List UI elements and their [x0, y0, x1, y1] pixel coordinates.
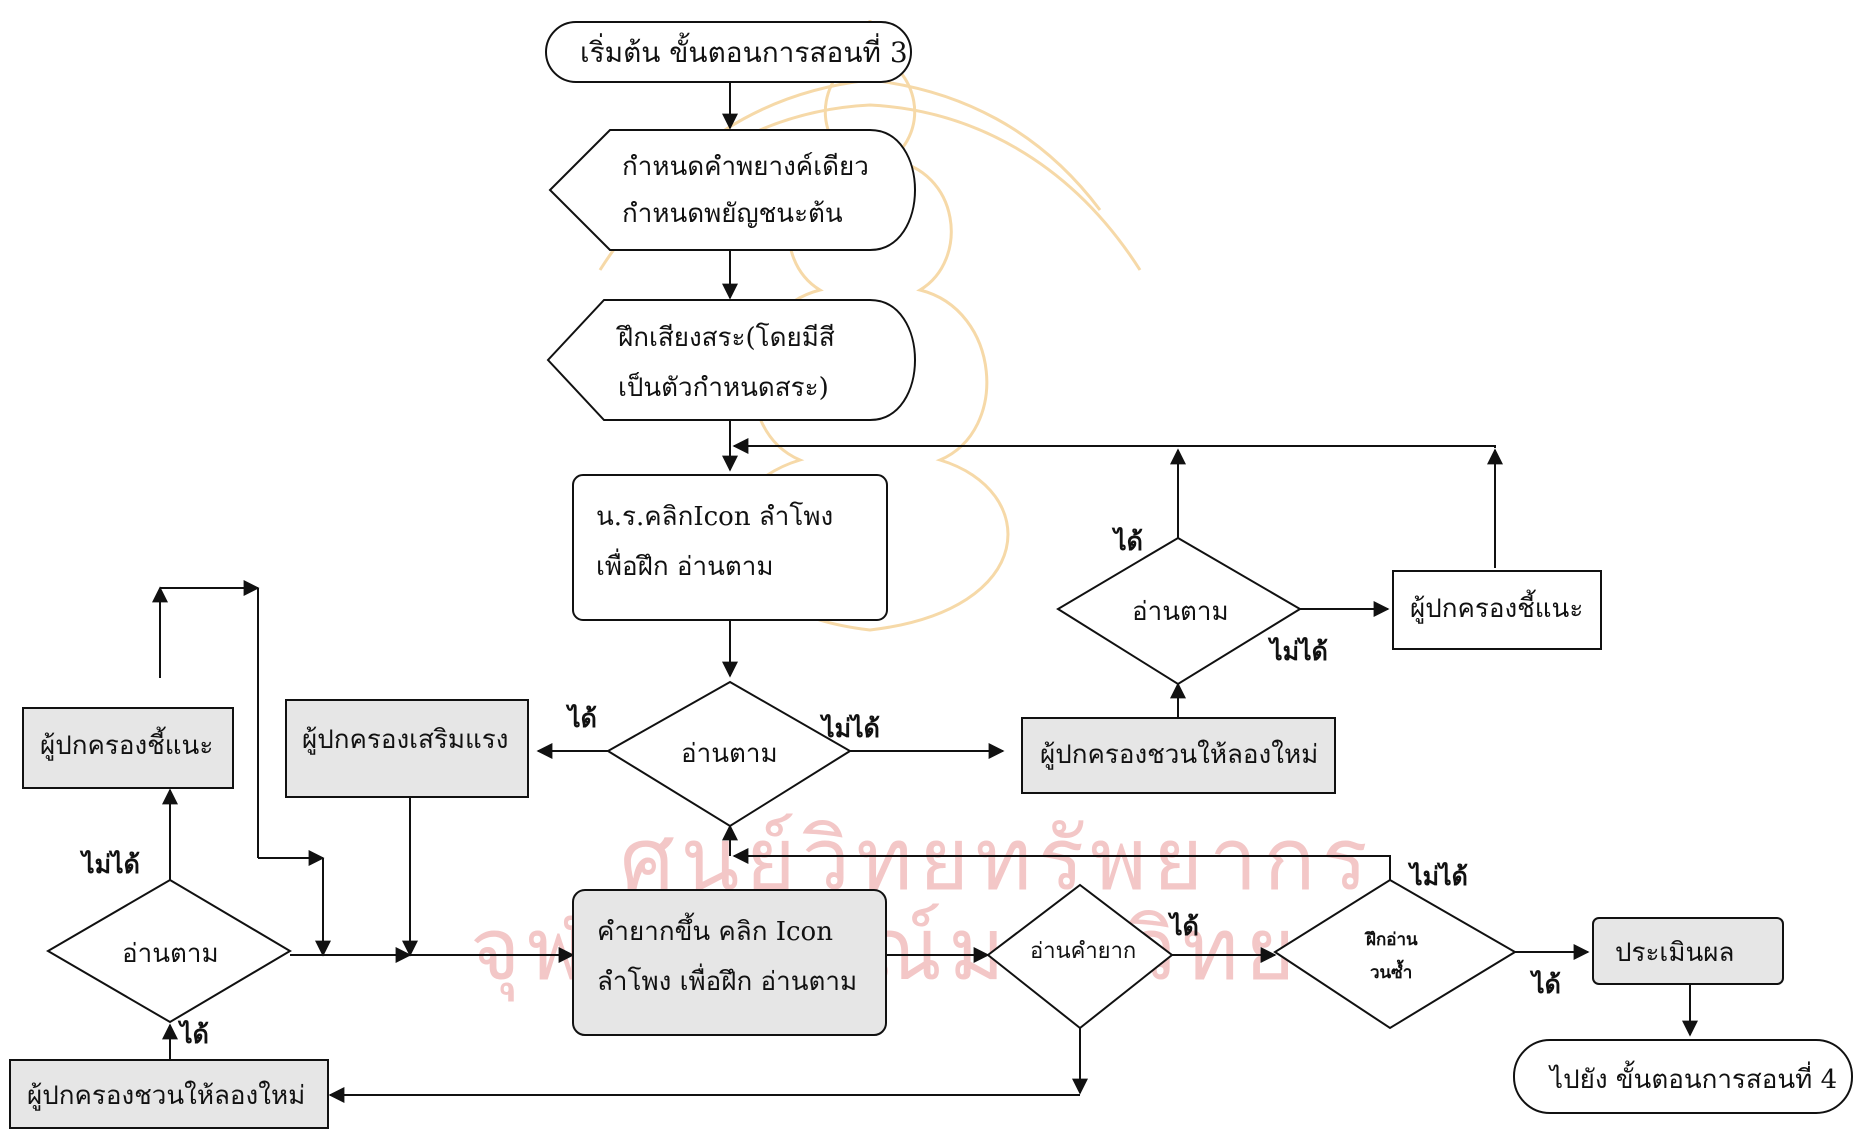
hard-words-label-2: ลำโพง เพื่อฝึก อ่านตาม — [597, 963, 857, 997]
repeat-diamond — [1273, 878, 1517, 1030]
practice-label-1: ฝึกเสียงสระ(โดยมีสี — [615, 322, 834, 353]
student-click-label-2: เพื่อฝึก อ่านตาม — [596, 548, 774, 582]
read-right-diamond — [1056, 536, 1302, 686]
parent-guide-right-box — [1392, 570, 1602, 650]
parent-guide-left-label: ผู้ปกครองชี้แนะ — [40, 726, 213, 761]
yes-label-read-hard: ได้ — [1167, 911, 1199, 941]
define-label-2: กำหนดพยัญชนะต้น — [622, 199, 843, 229]
start-terminator — [545, 21, 912, 83]
parent-guide-right-label: ผู้ปกครองชี้แนะ — [1410, 589, 1583, 624]
yes-label-read-left: ได้ — [177, 1019, 209, 1049]
student-click-box — [572, 474, 888, 621]
repeat-label-2: วนซ้ำ — [1370, 959, 1412, 983]
repeat-label-1: ฝึกอ่าน — [1364, 930, 1418, 950]
practice-label-2: เป็นตัวกำหนดสระ) — [618, 371, 829, 403]
parent-guide-left-box — [22, 707, 234, 789]
read-center-label: อ่านตาม — [681, 739, 778, 769]
define-display-shape — [548, 129, 916, 251]
read-left-label: อ่านตาม — [122, 939, 219, 969]
yes-label-read-center: ได้ — [565, 703, 597, 733]
read-hard-label: อ่านคำยาก — [1030, 939, 1136, 964]
parent-retry-mid-label: ผู้ปกครองชวนให้ลองใหม่ — [1040, 740, 1318, 770]
read-left-diamond — [46, 878, 292, 1024]
read-right-label: อ่านตาม — [1132, 597, 1229, 627]
yes-label-read-right: ได้ — [1111, 526, 1143, 556]
practice-display-shape — [546, 299, 916, 421]
read-hard-diamond — [986, 883, 1174, 1030]
hard-words-label-1: คำยากขึ้น คลิก Icon — [597, 912, 833, 947]
parent-reinforce-box — [285, 699, 529, 798]
end-terminator — [1513, 1039, 1853, 1114]
parent-retry-bottom-box — [9, 1059, 329, 1129]
hard-words-box — [572, 889, 887, 1036]
evaluate-box — [1592, 917, 1784, 985]
define-label-1: กำหนดคำพยางค์เดียว — [622, 152, 869, 182]
no-label-read-center: ไม่ได้ — [819, 713, 880, 743]
connectors — [152, 80, 1698, 1103]
no-label-read-left: ไม่ได้ — [79, 849, 140, 879]
parent-retry-bottom-label: ผู้ปกครองชวนให้ลองใหม่ — [27, 1081, 305, 1111]
no-label-repeat: ไม่ได้ — [1407, 861, 1468, 891]
read-center-diamond — [606, 680, 852, 828]
parent-retry-mid-box — [1021, 717, 1336, 794]
end-label: ไปยัง ขั้นตอนการสอนที่ 4 — [1548, 1060, 1837, 1095]
no-label-read-right: ไม่ได้ — [1267, 636, 1328, 666]
yes-label-repeat: ได้ — [1529, 969, 1561, 999]
evaluate-label: ประเมินผล — [1615, 938, 1734, 968]
edge-repeat-loop — [732, 848, 1391, 880]
parent-reinforce-label: ผู้ปกครองเสริมแรง — [302, 725, 508, 755]
start-label: เริ่มต้น ขั้นตอนการสอนที่ 3 — [580, 32, 908, 69]
student-click-label-1: น.ร.คลิกIcon ลำโพง — [596, 501, 833, 532]
